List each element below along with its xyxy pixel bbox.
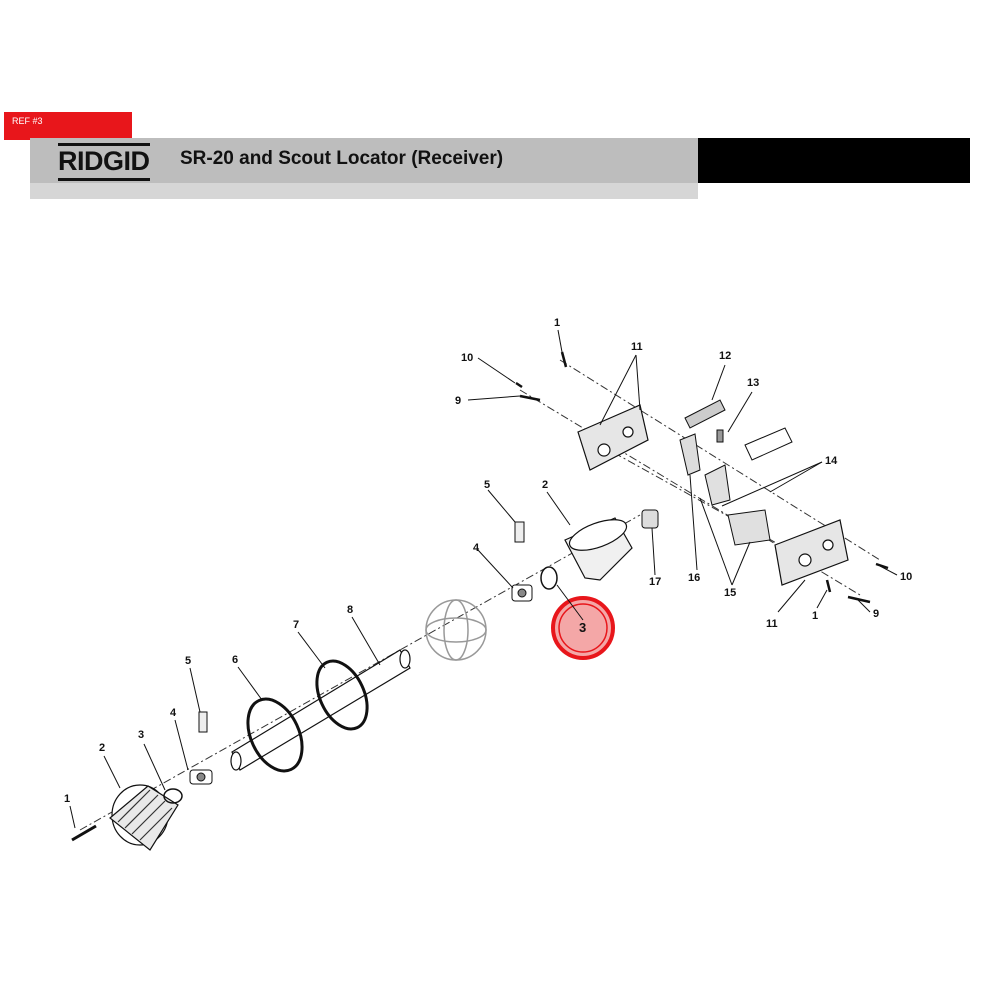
lower-cone-head [109, 784, 179, 851]
housing-half-top [577, 404, 649, 471]
callout-1-right: 1 [812, 610, 818, 622]
bushing-17 [641, 509, 659, 529]
upper-cone-head [564, 517, 633, 581]
screws [515, 351, 889, 604]
callout-13: 13 [747, 377, 759, 389]
clamp-mid [511, 584, 533, 602]
latch-part-12 [684, 399, 726, 429]
bracket-16 [679, 433, 701, 476]
callout-4-mid: 4 [473, 542, 480, 554]
callout-7: 7 [293, 619, 299, 631]
callout-5-low: 5 [185, 655, 191, 667]
antenna-ring-6 [246, 697, 304, 773]
spring-13 [716, 429, 724, 443]
callout-15: 15 [724, 587, 736, 599]
callout-4-low: 4 [170, 707, 177, 719]
callout-10-right: 10 [900, 571, 912, 583]
callout-16: 16 [688, 572, 700, 584]
pin-mid [514, 521, 525, 543]
clamp-low [189, 769, 213, 785]
callout-6: 6 [232, 654, 238, 666]
callout-10-top: 10 [461, 352, 473, 364]
callout-11-right: 11 [766, 618, 778, 630]
leader-lines [69, 329, 898, 829]
o-ring-mid [540, 566, 558, 590]
header-bar-shadow [30, 183, 698, 199]
callout-3-highlight: 3 [579, 620, 586, 635]
housing-half-bottom [774, 519, 849, 586]
callout-12: 12 [719, 350, 731, 362]
tube-insert [744, 427, 793, 461]
callout-9-right: 9 [873, 608, 879, 620]
callout-2-mid: 2 [542, 479, 548, 491]
mast-tube [230, 649, 411, 771]
callout-1-low: 1 [64, 793, 70, 805]
callout-11-top: 11 [631, 341, 643, 353]
header-black-block [698, 138, 970, 183]
ref-tag: REF #3 [4, 112, 132, 140]
callout-14: 14 [825, 455, 838, 467]
o-ring-low [163, 788, 183, 804]
page-title: SR-20 and Scout Locator (Receiver) [180, 148, 504, 169]
highlight-callout-3 [551, 584, 615, 660]
callout-17: 17 [649, 576, 661, 588]
antenna-ball [425, 599, 487, 661]
ridgid-logo: RIDGID [58, 143, 150, 181]
screw-low [71, 824, 97, 842]
callout-1-top: 1 [554, 317, 560, 329]
callout-8: 8 [347, 604, 353, 616]
gimbal-pivot-15 [704, 464, 771, 546]
callout-9-top: 9 [455, 395, 461, 407]
assembly-axis-lines [79, 359, 881, 831]
antenna-ring-7 [315, 659, 369, 731]
pin-low [198, 711, 208, 733]
callout-5-mid: 5 [484, 479, 490, 491]
callout-2-low: 2 [99, 742, 105, 754]
callout-3-low: 3 [138, 729, 144, 741]
